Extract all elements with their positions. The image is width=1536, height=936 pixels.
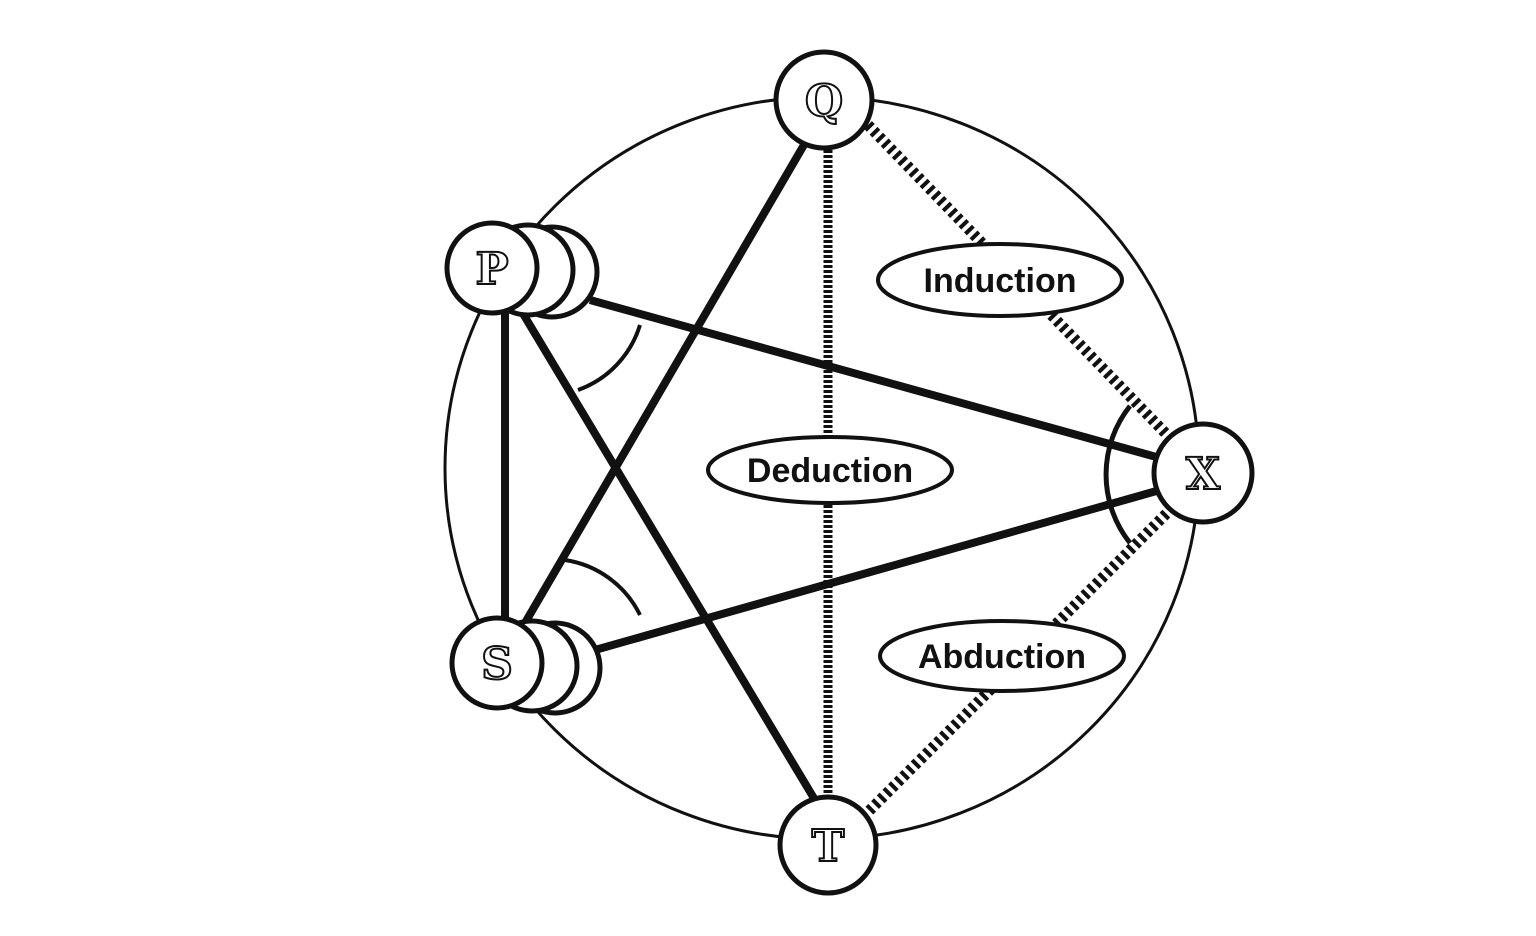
abduction-label: Abduction [878, 619, 1126, 693]
line-q-s [518, 135, 812, 631]
induction-label: Induction [876, 242, 1124, 318]
node-q: Q [773, 49, 875, 151]
node-t: T [777, 794, 879, 896]
deduction-text: Deduction [747, 452, 913, 490]
node-p-letter: P [475, 244, 508, 295]
induction-text: Induction [924, 262, 1077, 300]
node-p: P [444, 220, 600, 320]
line-p-x [588, 296, 1162, 462]
line-p-t [518, 309, 822, 808]
node-x: X [1151, 421, 1255, 525]
angle-arc-p [577, 324, 642, 392]
node-q-letter: Q [805, 76, 843, 127]
node-s: S [449, 615, 603, 716]
node-s-letter: S [481, 639, 513, 690]
node-x-letter: X [1186, 449, 1221, 500]
angle-arc-s [564, 558, 642, 616]
angle-arc-x [1103, 404, 1132, 545]
node-t-letter: T [812, 821, 845, 872]
abduction-text: Abduction [918, 638, 1086, 676]
deduction-label: Deduction [706, 435, 954, 505]
line-s-x [593, 486, 1162, 654]
